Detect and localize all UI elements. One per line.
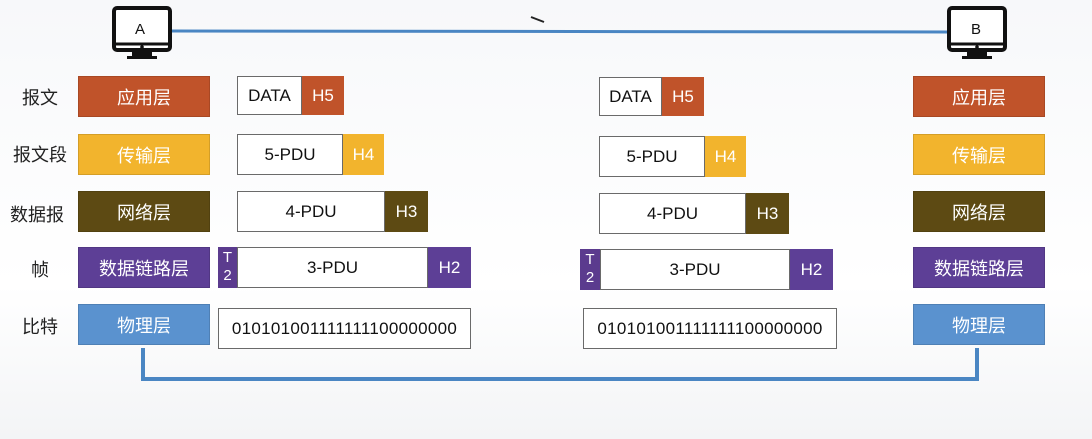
cursor-mark	[530, 16, 545, 23]
row-label-bit: 比特	[22, 317, 58, 338]
pdu-data-left: DATA	[237, 76, 302, 115]
row-label-segment: 报文段	[13, 145, 67, 166]
bitstream-right: 010101001111111100000000	[583, 308, 837, 349]
bitstream-left: 010101001111111100000000	[218, 308, 471, 349]
pdu-4-left: 4-PDU	[237, 191, 385, 232]
physical-link-line	[141, 348, 979, 381]
trailer-2-digit: 2	[585, 269, 595, 286]
layer-transport-b: 传输层	[913, 134, 1045, 175]
computer-icon	[112, 6, 172, 59]
computer-icon	[947, 6, 1007, 59]
trailer-t-letter: T	[222, 249, 233, 266]
pdu-data-right: DATA	[599, 77, 662, 116]
header-h3-left: H3	[385, 191, 428, 232]
host-b-label: B	[971, 21, 982, 38]
row-label-frame: 帧	[31, 260, 49, 281]
layer-datalink-a: 数据链路层	[78, 247, 210, 288]
layer-datalink-b: 数据链路层	[913, 247, 1045, 288]
pdu-3-left: 3-PDU	[237, 247, 428, 288]
layer-network-b: 网络层	[913, 191, 1045, 232]
header-h4-right: H4	[705, 136, 746, 177]
pdu-5-right: 5-PDU	[599, 136, 705, 177]
layer-physical-b: 物理层	[913, 304, 1045, 345]
header-h4-left: H4	[343, 134, 384, 175]
host-b: B	[945, 6, 1009, 61]
layer-transport-a: 传输层	[78, 134, 210, 175]
trailer-t2-right: T 2	[580, 249, 600, 290]
row-label-message: 报文	[22, 88, 58, 109]
layer-physical-a: 物理层	[78, 304, 210, 345]
layer-application-b: 应用层	[913, 76, 1045, 117]
header-h5-right: H5	[662, 77, 704, 116]
pdu-3-right: 3-PDU	[600, 249, 790, 290]
layer-application-a: 应用层	[78, 76, 210, 117]
pdu-5-left: 5-PDU	[237, 134, 343, 175]
top-link-line	[171, 29, 951, 34]
trailer-2-digit: 2	[223, 267, 232, 284]
host-a: A	[110, 6, 174, 61]
layer-network-a: 网络层	[78, 191, 210, 232]
header-h3-right: H3	[746, 193, 789, 234]
header-h2-left: H2	[428, 247, 471, 288]
trailer-t2-left: T 2	[218, 247, 237, 288]
trailer-t-letter: T	[585, 251, 595, 268]
pdu-4-right: 4-PDU	[599, 193, 746, 234]
header-h5-left: H5	[302, 76, 344, 115]
host-a-label: A	[135, 21, 146, 38]
header-h2-right: H2	[790, 249, 833, 290]
row-label-datagram: 数据报	[10, 205, 64, 226]
